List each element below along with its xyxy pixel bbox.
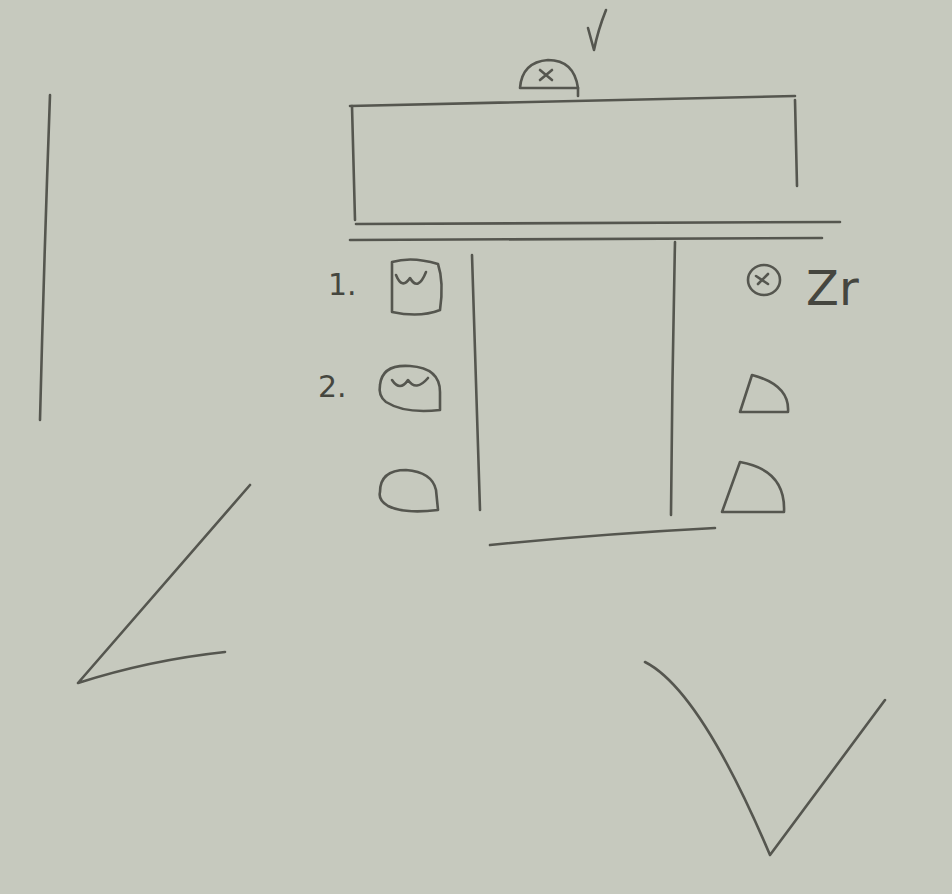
check-stroke xyxy=(645,662,885,855)
circle-symbol xyxy=(748,265,780,295)
squiggle xyxy=(392,378,428,386)
cross-mark xyxy=(540,70,552,80)
box-edge xyxy=(356,222,840,224)
d-symbol xyxy=(722,462,784,512)
pad-symbol xyxy=(380,366,440,411)
box-edge xyxy=(350,96,795,106)
pad-symbol xyxy=(380,470,438,511)
vertical-stroke xyxy=(40,95,50,420)
callout-number: 2. xyxy=(318,372,347,402)
pad-symbol xyxy=(392,259,442,314)
box-edge xyxy=(795,100,797,186)
box-edge xyxy=(352,106,355,220)
column-edge xyxy=(472,255,480,510)
box-edge xyxy=(350,238,822,240)
angle-stroke xyxy=(78,485,250,683)
element-label: Zr xyxy=(806,264,859,312)
cross-mark xyxy=(756,274,768,284)
stem-stroke xyxy=(577,88,580,96)
column-base xyxy=(490,528,715,545)
d-symbol xyxy=(740,375,788,412)
check-mark xyxy=(588,10,606,50)
dome-symbol xyxy=(520,60,578,88)
column-edge xyxy=(671,242,675,515)
squiggle xyxy=(396,272,426,284)
callout-number: 1. xyxy=(328,270,357,300)
